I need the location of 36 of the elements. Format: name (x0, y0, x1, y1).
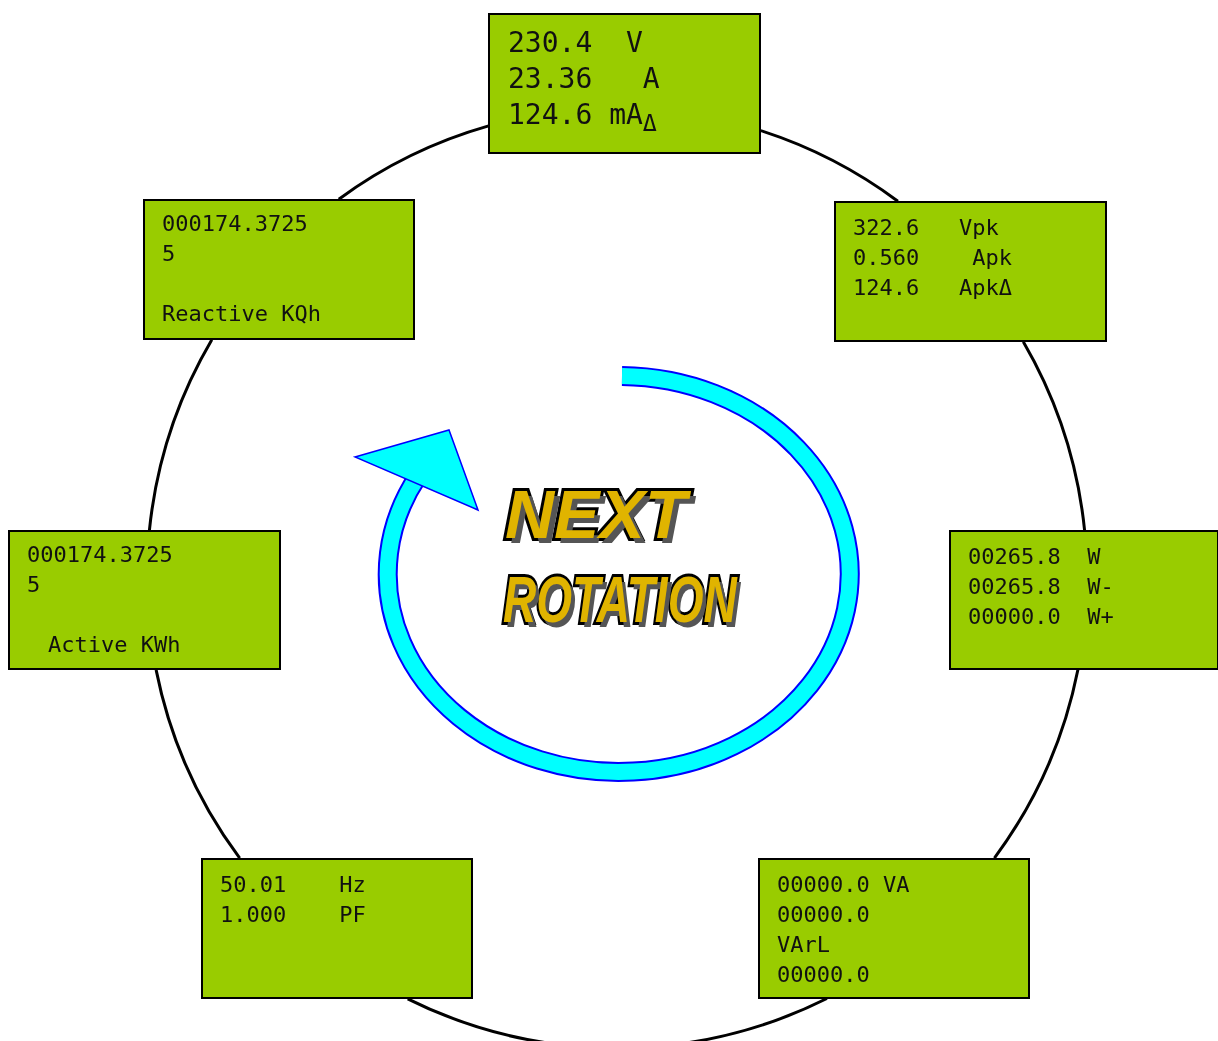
connector-arc (147, 339, 214, 531)
display-reading: Reactive KQh (162, 303, 321, 325)
lcd-display (949, 530, 1218, 670)
lcd-display (143, 199, 415, 340)
display-reading: 0.560 Apk (853, 247, 1012, 269)
connector-arc (760, 129, 899, 203)
display-reading: 00265.8 W (968, 546, 1101, 568)
display-reading: 00000.0 VA (777, 874, 910, 896)
connector-arc (407, 997, 828, 1041)
display-reading: 00000.0 (777, 904, 870, 926)
lcd-display (488, 13, 761, 154)
rotation-caption: ROTATION (503, 568, 737, 632)
display-reading: 23.36 A (508, 65, 660, 93)
display-reading: 00000.0 (777, 964, 870, 986)
display-reading: VArL (777, 934, 830, 956)
display-reading: 124.6 ApkΔ (853, 277, 1012, 299)
lcd-display (834, 201, 1107, 342)
connector-arc (1021, 341, 1087, 531)
display-reading: 322.6 Vpk (853, 217, 999, 239)
lcd-display (201, 858, 473, 999)
display-reading: 00000.0 W+ (968, 606, 1114, 628)
display-reading: 5 (162, 243, 176, 265)
display-reading: 124.6 mA$_{Δ}$ (508, 101, 657, 135)
display-reading: 000174.3725 (27, 544, 173, 566)
connector-arc (154, 669, 241, 860)
display-reading: 230.4 V (508, 29, 643, 57)
display-reading: 00265.8 W- (968, 576, 1114, 598)
lcd-display (8, 530, 281, 670)
connector-arc (337, 124, 490, 201)
display-reading: 000174.3725 (162, 213, 308, 235)
display-reading: 1.000 PF (220, 904, 366, 926)
connector-arc (993, 669, 1080, 859)
display-reading: 5 (27, 574, 41, 596)
lcd-display (758, 858, 1030, 999)
display-reading: 50.01 Hz (220, 874, 366, 896)
display-reading: Active KWh (48, 634, 181, 656)
